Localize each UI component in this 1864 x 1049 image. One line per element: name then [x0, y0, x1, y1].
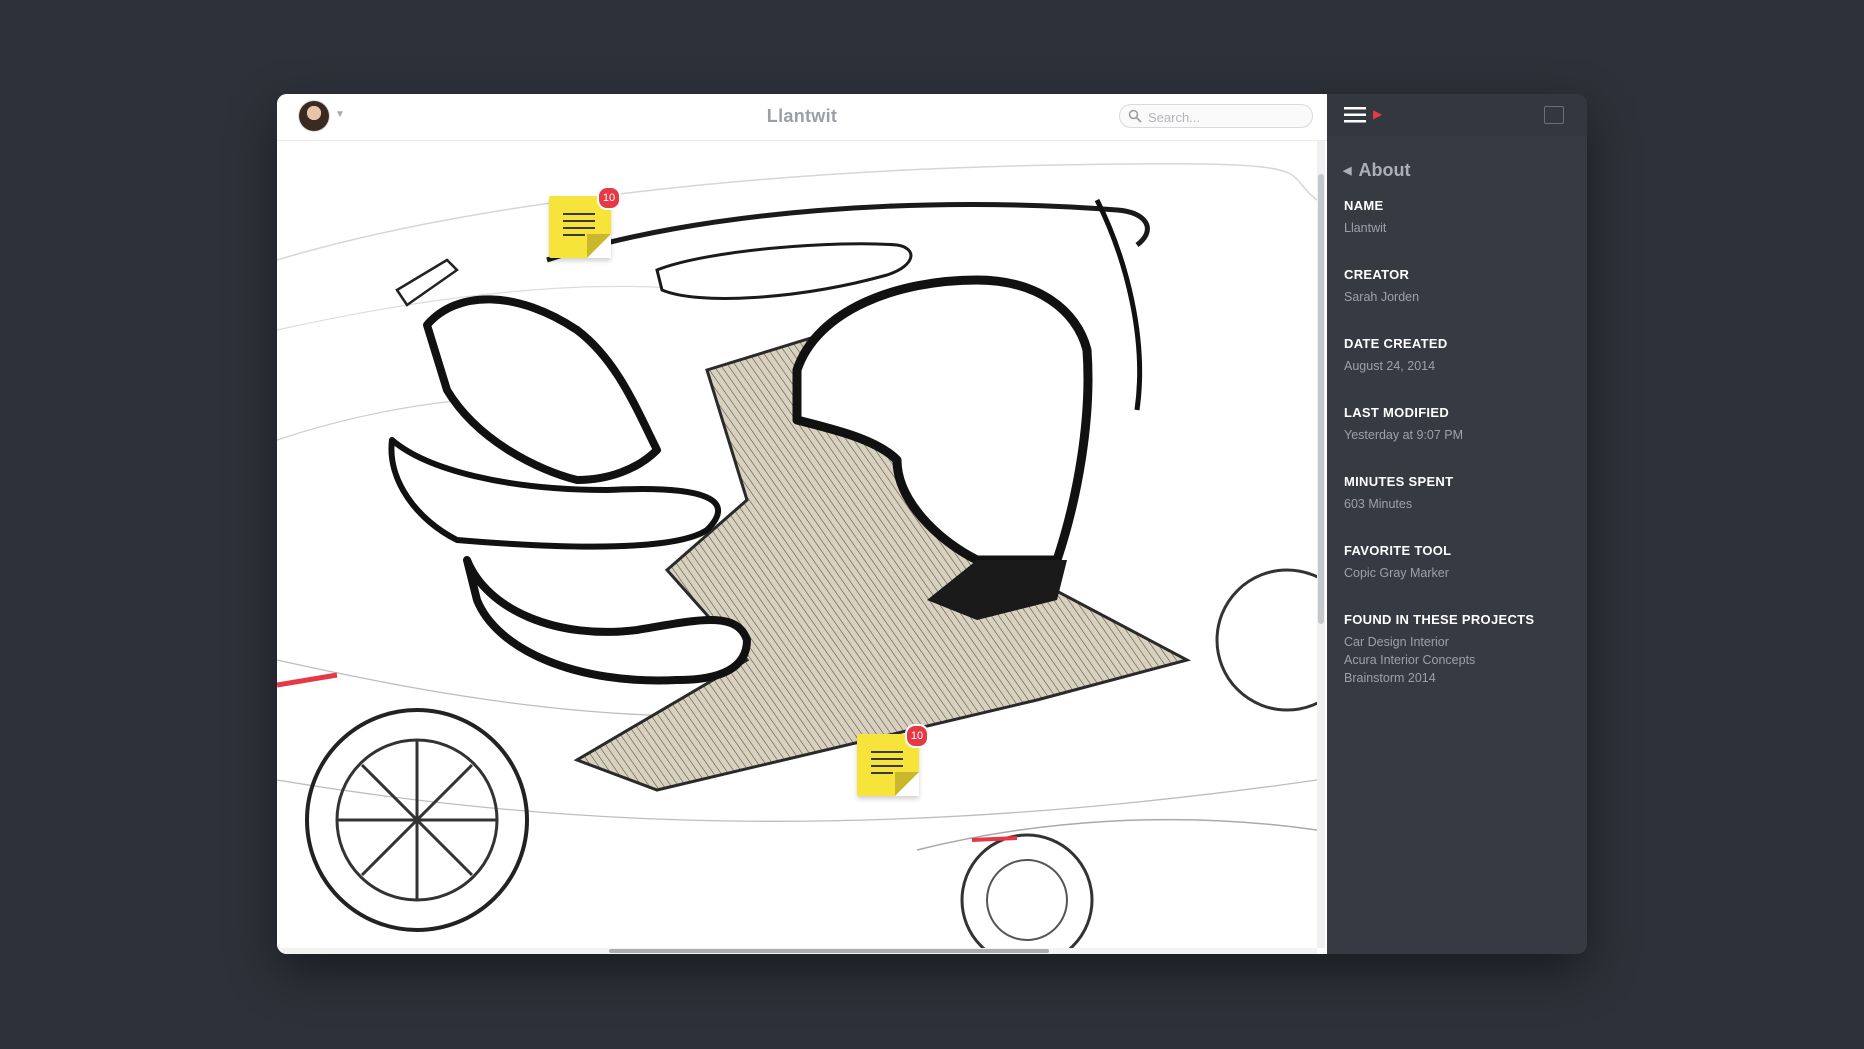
field-label: CREATOR	[1344, 267, 1410, 282]
field-favorite-tool: FAVORITE TOOL Copic Gray Marker	[1344, 543, 1577, 582]
field-date-created: DATE CREATED August 24, 2014	[1344, 336, 1577, 375]
sticky-note-icon	[871, 751, 903, 779]
about-back-link[interactable]: ◀ About	[1343, 160, 1410, 181]
field-minutes-spent: MINUTES SPENT 603 Minutes	[1344, 474, 1577, 513]
info-sidebar: ▶ ◀ About NAME Llantwit CREATOR Sarah Jo…	[1327, 94, 1587, 954]
vertical-scrollbar[interactable]	[1317, 140, 1325, 948]
car-interior-sketch	[277, 163, 1317, 948]
field-projects: FOUND IN THESE PROJECTS Car Design Inter…	[1344, 612, 1577, 687]
comment-count-badge: 10	[905, 724, 929, 748]
vertical-scroll-thumb[interactable]	[1318, 174, 1324, 624]
chevron-down-icon[interactable]: ▼	[335, 109, 345, 120]
field-label: MINUTES SPENT	[1344, 474, 1454, 489]
about-heading: About	[1358, 160, 1411, 180]
sticky-note[interactable]: 10	[549, 186, 621, 258]
field-value: Sarah Jorden	[1344, 290, 1420, 304]
horizontal-scrollbar[interactable]	[277, 948, 1317, 954]
field-name: NAME Llantwit	[1344, 198, 1577, 237]
app-window: ▼ Llantwit	[277, 94, 1587, 954]
about-fields: NAME Llantwit CREATOR Sarah Jorden DATE …	[1344, 198, 1577, 717]
horizontal-scroll-thumb[interactable]	[609, 949, 1049, 953]
field-label: FAVORITE TOOL	[1344, 543, 1452, 558]
sidebar-toolbar: ▶	[1327, 94, 1587, 136]
search-icon	[1128, 109, 1142, 123]
caret-right-icon: ▶	[1373, 107, 1383, 121]
user-avatar[interactable]	[299, 101, 329, 131]
note-fold	[587, 234, 611, 258]
field-label: DATE CREATED	[1344, 336, 1448, 351]
field-value: August 24, 2014	[1344, 359, 1436, 373]
field-value: Llantwit	[1344, 221, 1387, 235]
field-label: FOUND IN THESE PROJECTS	[1344, 612, 1535, 627]
sticky-note[interactable]: 10	[857, 724, 929, 796]
main-pane: ▼ Llantwit	[277, 94, 1327, 954]
field-value: Copic Gray Marker	[1344, 566, 1449, 580]
field-last-modified: LAST MODIFIED Yesterday at 9:07 PM	[1344, 405, 1577, 444]
sketch-canvas[interactable]: 10 10	[277, 140, 1317, 948]
search-input[interactable]	[1146, 107, 1310, 127]
field-label: NAME	[1344, 198, 1384, 213]
field-creator: CREATOR Sarah Jorden	[1344, 267, 1577, 306]
project-link[interactable]: Acura Interior Concepts	[1344, 653, 1476, 667]
note-fold	[895, 772, 919, 796]
field-value: Yesterday at 9:07 PM	[1344, 428, 1464, 442]
search-box[interactable]	[1119, 104, 1313, 128]
field-label: LAST MODIFIED	[1344, 405, 1450, 420]
project-link[interactable]: Brainstorm 2014	[1344, 671, 1436, 685]
panel-toggle-icon[interactable]	[1544, 106, 1564, 124]
project-link[interactable]: Car Design Interior	[1344, 635, 1449, 649]
comment-count-badge: 10	[597, 186, 621, 210]
chevron-left-icon: ◀	[1343, 165, 1352, 177]
top-bar: ▼ Llantwit	[277, 94, 1327, 141]
hamburger-menu-icon[interactable]	[1344, 107, 1366, 123]
sticky-note-icon	[563, 213, 595, 241]
document-title: Llantwit	[766, 106, 838, 126]
field-value: 603 Minutes	[1344, 497, 1413, 511]
